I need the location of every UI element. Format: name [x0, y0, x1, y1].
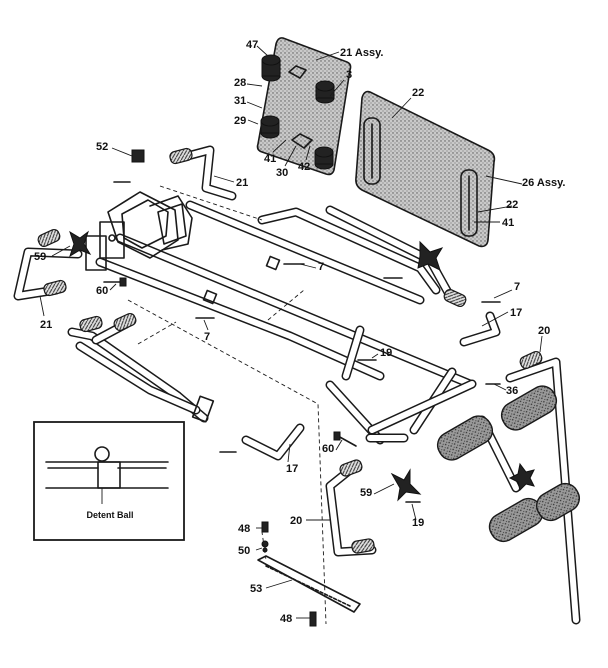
callout-19-upper: 19 [380, 347, 392, 359]
callout-17-lower: 17 [286, 463, 298, 475]
handle-17-lower [241, 423, 305, 461]
callout-52: 52 [96, 141, 108, 153]
callout-42: 42 [298, 161, 310, 173]
seat-roller-top-left [261, 54, 281, 82]
callout-48-upper: 48 [238, 523, 250, 535]
callout-36: 36 [506, 385, 518, 397]
callout-59-left: 59 [34, 251, 46, 263]
backrest-pad-assembly [355, 90, 496, 248]
seat-pad-assembly [256, 37, 352, 176]
callout-50: 50 [238, 545, 250, 557]
callout-22-lower: 22 [506, 199, 518, 211]
callout-7-right: 7 [514, 281, 520, 293]
handle-bar-21-left [13, 228, 83, 301]
handle-17-right [459, 311, 501, 347]
callout-47: 47 [246, 39, 258, 51]
callout-3: 3 [346, 69, 352, 81]
seat-roller-bottom-right [314, 146, 334, 170]
callout-60-left: 60 [96, 285, 108, 297]
seat-roller-top-right [315, 80, 335, 104]
callout-7-center: 7 [318, 261, 324, 273]
detent-ball-inset: Detent Ball [33, 421, 185, 541]
slide-bar-53 [257, 555, 361, 613]
callout-7-left: 7 [204, 331, 210, 343]
callout-19-lower: 19 [412, 517, 424, 529]
callout-48-lower: 48 [280, 613, 292, 625]
foot-rest-assembly [85, 191, 193, 271]
detent-ball-label: Detent Ball [86, 510, 133, 520]
callout-21-top: 21 [236, 177, 248, 189]
callout-20-lower: 20 [290, 515, 302, 527]
callout-53: 53 [250, 583, 262, 595]
callout-17-right: 17 [510, 307, 522, 319]
seat-roller-bottom-left [260, 115, 280, 139]
callout-labels: 47 21 Assy. 28 3 31 29 41 30 42 22 26 As… [34, 39, 565, 625]
callout-28: 28 [234, 77, 246, 89]
handle-bar-21-top [169, 145, 237, 201]
arm-assembly-right [257, 205, 467, 308]
callout-21-assy: 21 Assy. [340, 47, 383, 59]
callout-22-top: 22 [412, 87, 424, 99]
callout-60-right: 60 [322, 443, 334, 455]
handle-20-right [505, 350, 581, 625]
callout-41-seat: 41 [264, 153, 276, 165]
handle-20-lower [325, 459, 377, 557]
hardware [69, 149, 501, 627]
callout-59-right: 59 [360, 487, 372, 499]
callout-29: 29 [234, 115, 246, 127]
callout-20-right: 20 [538, 325, 550, 337]
leader-lines [39, 45, 543, 619]
main-frame [95, 200, 477, 445]
callout-41-back: 41 [502, 217, 514, 229]
arm-assembly-left [67, 312, 215, 423]
callout-30: 30 [276, 167, 288, 179]
leg-roller-assembly [436, 385, 580, 543]
callout-26-assy: 26 Assy. [522, 177, 565, 189]
callout-31: 31 [234, 95, 246, 107]
alignment-lines [127, 185, 327, 625]
callout-21-left: 21 [40, 319, 52, 331]
